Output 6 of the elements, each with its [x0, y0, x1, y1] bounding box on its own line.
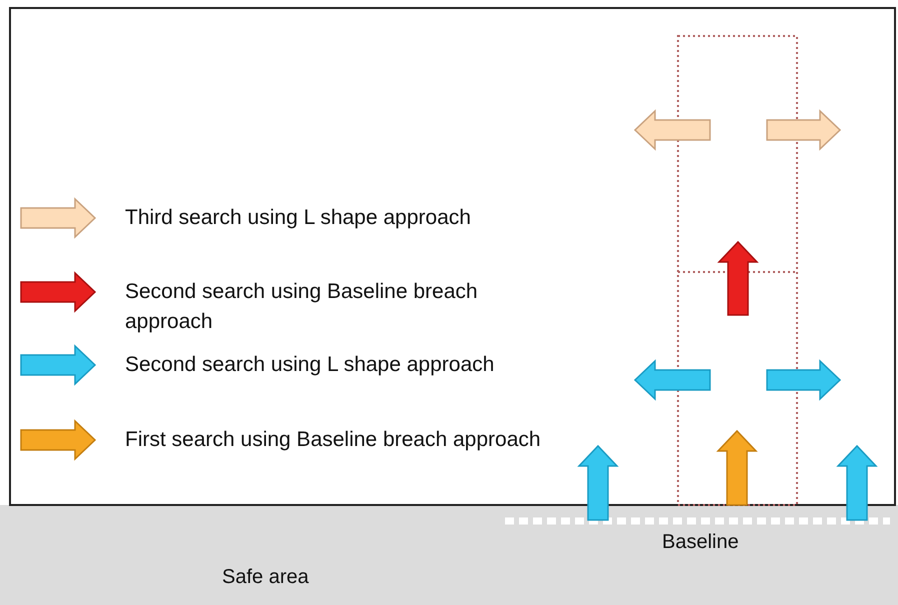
legend-label: First search using Baseline breach approach: [125, 427, 542, 453]
legend-label: Second search using L shape approach: [125, 352, 496, 378]
baseline-label: Baseline: [662, 530, 739, 555]
legend-label: Second search using Baseline breach approach: [125, 279, 479, 335]
legend-label: Third search using L shape approach: [125, 205, 472, 231]
area-label: Safe area: [222, 565, 309, 590]
